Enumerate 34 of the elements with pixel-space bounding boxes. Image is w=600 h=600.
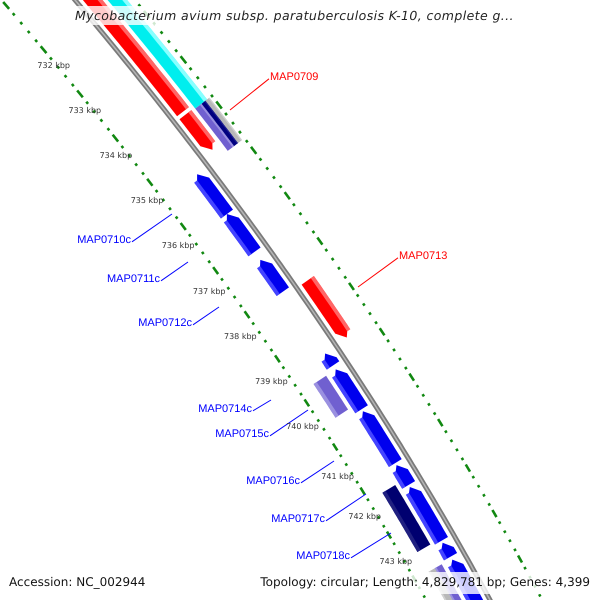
tick-label: 732 kbp [37,61,70,71]
leader-line [252,400,272,412]
leader-line [160,262,188,282]
tick-label: 734 kbp [100,151,132,162]
tick-label: 735 kbp [130,196,164,206]
leader-line [358,257,398,288]
gene-label: MAP0712c [138,317,192,330]
tick-label: 741 kbp [321,472,354,482]
tick-label: 743 kbp [380,557,412,568]
gene-label: MAP0714c [198,403,252,416]
leader-line [300,460,334,484]
gene-label: MAP0710c [77,234,131,247]
leader-line [326,494,366,522]
gene-label: MAP0718c [296,550,350,563]
leader-line [192,306,220,326]
tick-label: 737 kbp [192,286,226,296]
tick-label: 742 kbp [348,512,381,522]
tick-label: 738 kbp [224,332,257,342]
leader-line [350,532,392,558]
leader-line [132,214,172,242]
gene-label: MAP0711c [107,273,160,286]
genome-stats-text: Topology: circular; Length: 4,829,781 bp; Genes: 4,399 [260,575,590,589]
gene-label: MAP0716c [246,475,300,488]
tick-label: 739 kbp [255,376,288,387]
leader-line [230,78,270,110]
accession-text: Accession: NC_002944 [9,575,146,589]
tick-label: 740 kbp [286,422,319,432]
tick-label: 736 kbp [162,241,194,252]
gene-label: MAP0715c [215,428,269,441]
gene-label: MAP0709 [270,71,318,84]
tick-label: 733 kbp [68,106,102,116]
gene-label: MAP0717c [271,513,325,526]
gene-label: MAP0713 [399,250,448,263]
leader-line [270,410,308,436]
